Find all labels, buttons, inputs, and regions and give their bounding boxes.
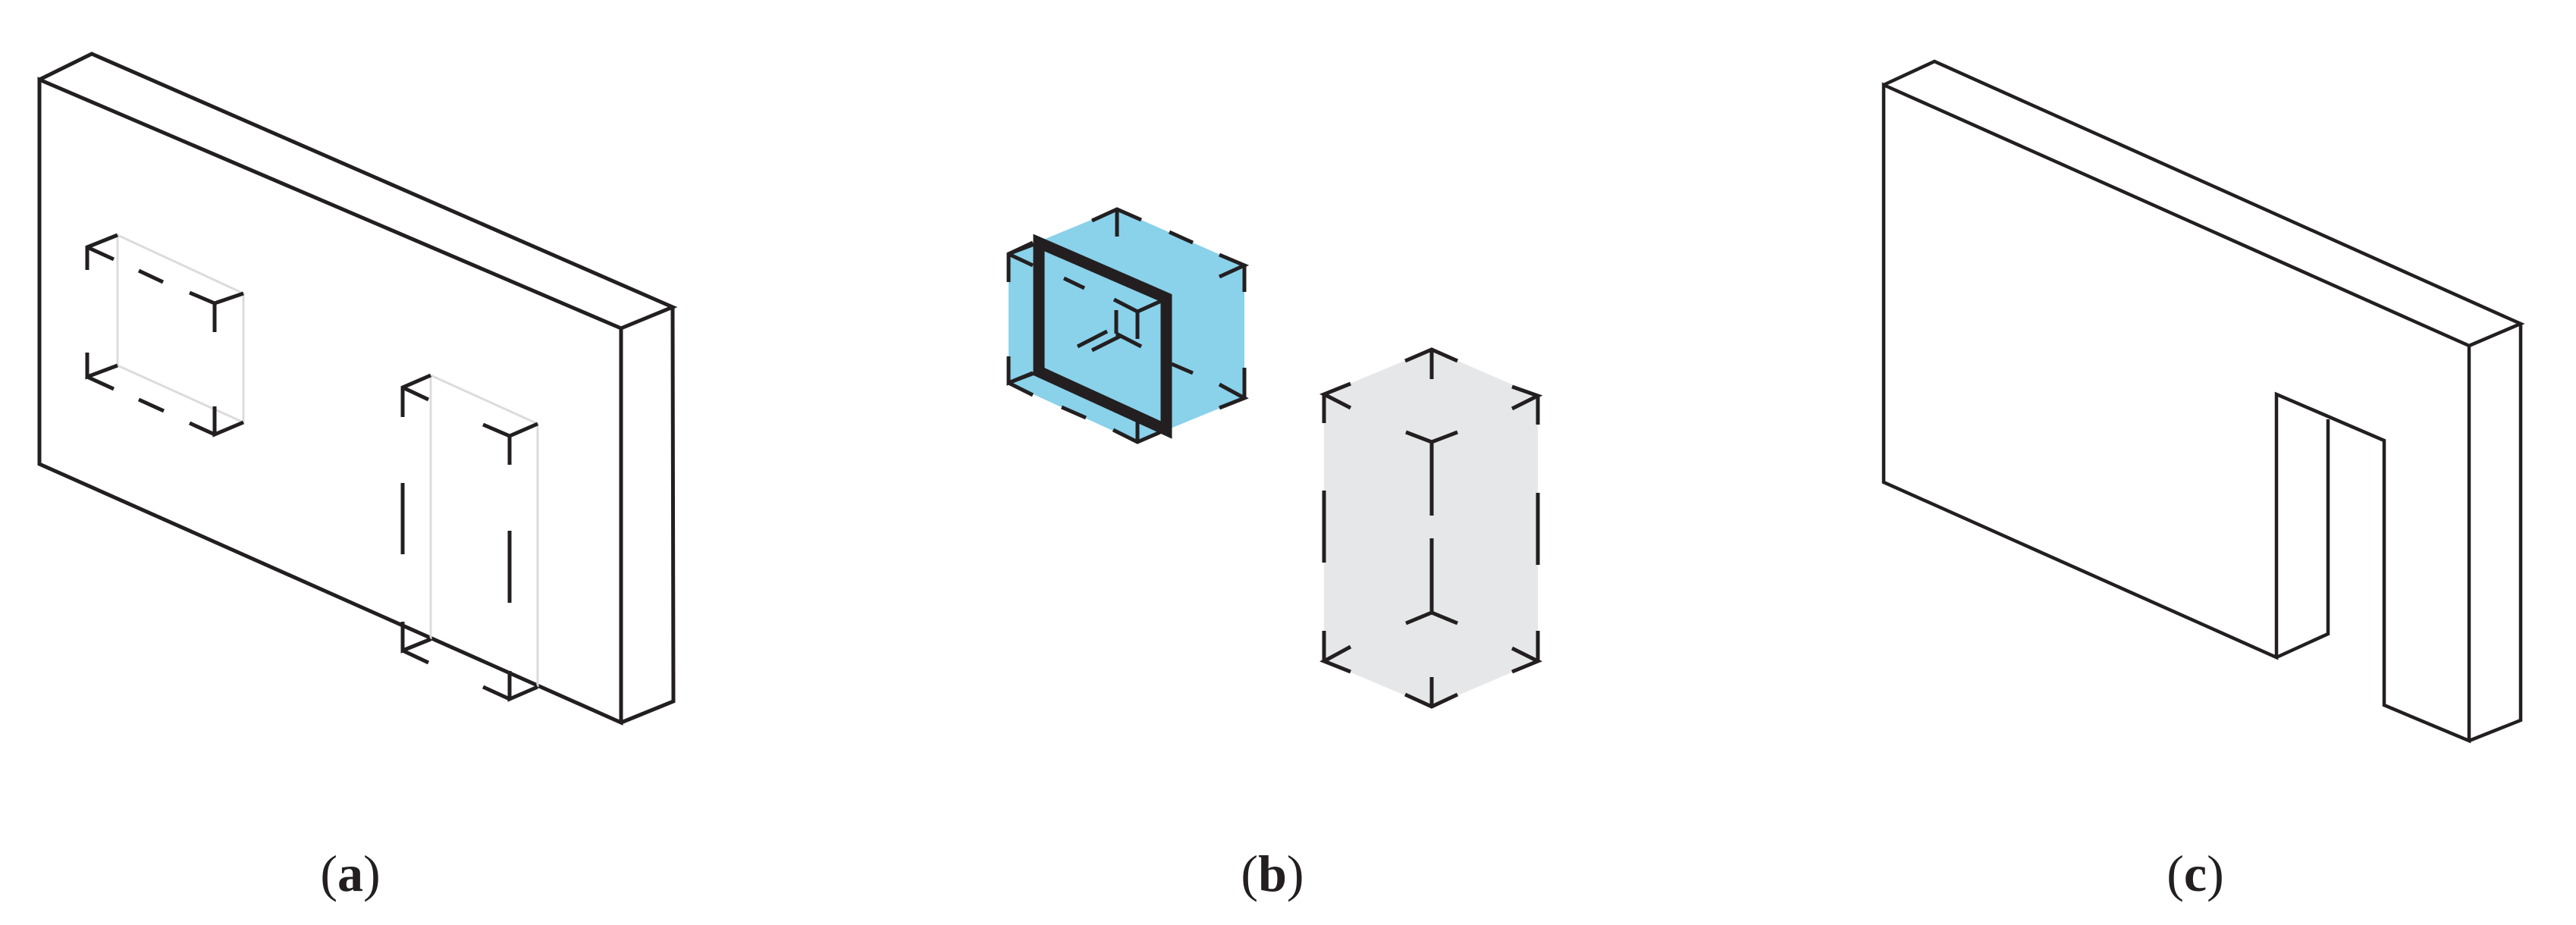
label-letter: a	[337, 845, 363, 902]
label-open-paren: (	[1241, 845, 1259, 902]
panel-b-window-volume	[1006, 207, 1250, 444]
label-close-paren: )	[363, 845, 381, 902]
label-open-paren: (	[2167, 845, 2184, 902]
panel-a-door-volume	[400, 373, 539, 702]
label-close-paren: )	[1286, 845, 1304, 902]
panel-b-label: (b)	[1241, 848, 1304, 899]
panel-a-wall	[37, 52, 678, 726]
panel-b-door-volume	[1319, 347, 1543, 709]
panel-a-label: (a)	[320, 848, 380, 899]
label-letter: b	[1258, 845, 1287, 902]
label-open-paren: (	[320, 845, 337, 902]
label-letter: c	[2183, 845, 2207, 902]
panel-c-label: (c)	[2167, 848, 2224, 899]
label-close-paren: )	[2207, 845, 2224, 902]
panel-c-wall	[1881, 59, 2525, 744]
panel-a-window-volume	[85, 233, 245, 437]
